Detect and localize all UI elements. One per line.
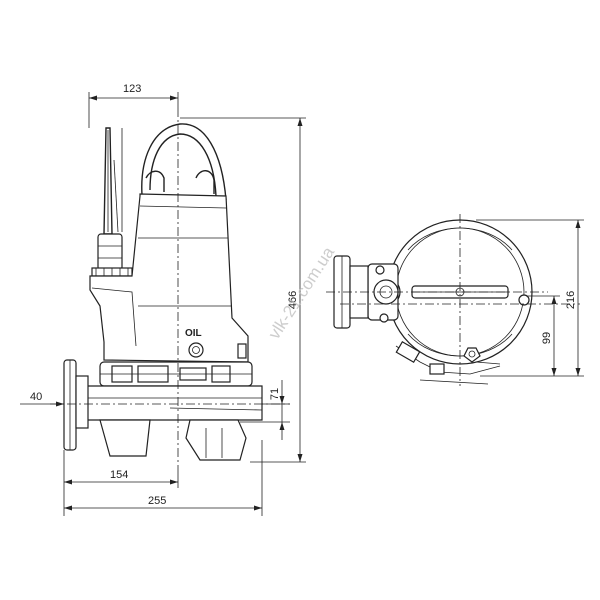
- cable-gland: [91, 233, 133, 277]
- outlet-flange-plan: [333, 255, 369, 329]
- power-cable: [103, 127, 123, 235]
- dimension-lines: [20, 92, 584, 516]
- dim-height-total: 466: [287, 291, 299, 309]
- dim-plan-center: 99: [541, 332, 553, 344]
- side-view: OIL: [50, 108, 290, 470]
- dim-plan-height: 216: [565, 291, 577, 309]
- dim-top-width: 123: [123, 83, 141, 95]
- oil-plug-icon: [188, 342, 204, 358]
- watermark-text: vlk-21.com.ua: [265, 243, 339, 343]
- dim-overall-width: 255: [148, 495, 166, 507]
- pump-feet: [99, 419, 247, 461]
- outlet-flange: [63, 359, 89, 451]
- plan-view: [326, 214, 580, 386]
- motor-housing: [89, 193, 249, 363]
- dim-base-height: 71: [269, 388, 281, 400]
- clamp-band: [99, 361, 253, 387]
- clamp-plan: [395, 340, 501, 385]
- dim-center-to-outlet: 154: [110, 469, 128, 481]
- oil-label: OIL: [185, 328, 202, 339]
- lifting-handle: [141, 123, 227, 201]
- pump-volute: [85, 385, 263, 421]
- dim-flange-offset: 40: [30, 391, 42, 403]
